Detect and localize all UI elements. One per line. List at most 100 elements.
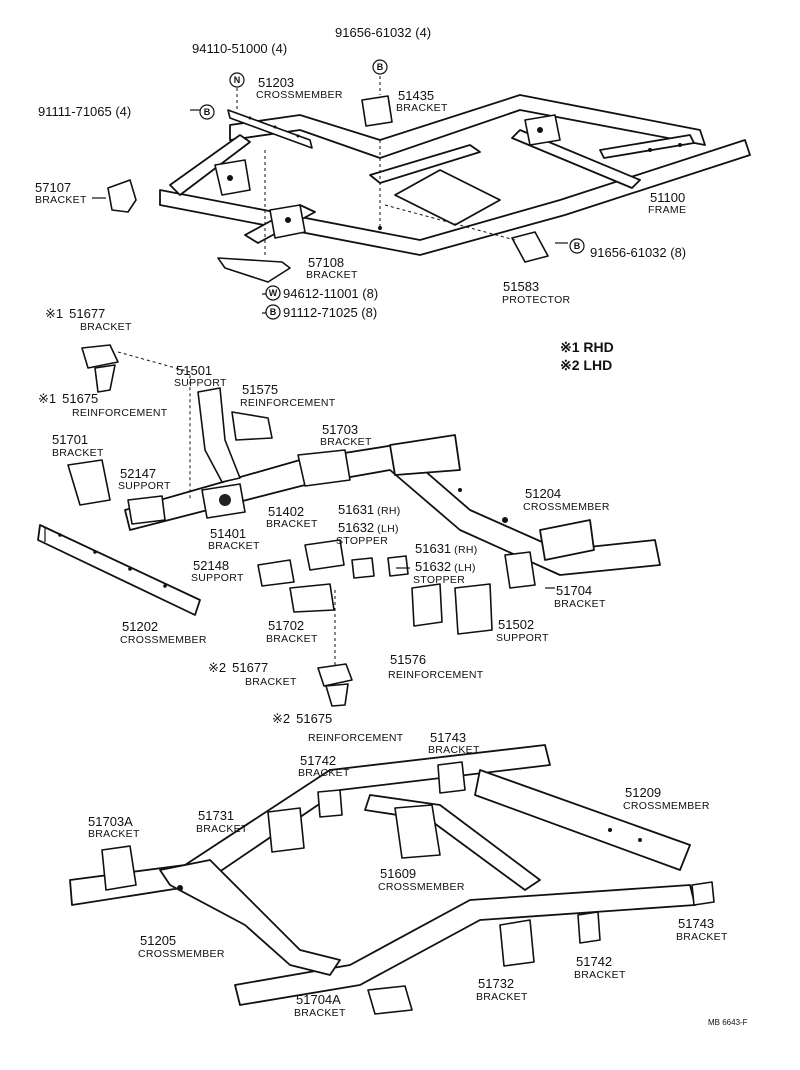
bracket-51731-shape (267, 807, 305, 853)
label-51402: 51402 BRACKET (266, 504, 318, 530)
label-51632-lh-lower: 51632(LH) STOPPER (413, 559, 476, 586)
svg-text:52147: 52147 (120, 466, 156, 481)
bracket-51743-top-shape (437, 761, 466, 794)
bracket-51742-top-shape (317, 789, 343, 818)
svg-text:BRACKET: BRACKET (245, 676, 297, 688)
reinforcement-51576-shape (411, 583, 443, 627)
fastener-mark-b-2: B (199, 104, 215, 120)
label-51701: 51701 BRACKET (52, 432, 104, 459)
svg-text:B: B (270, 307, 277, 317)
svg-text:FRAME: FRAME (648, 204, 686, 216)
label-51632-lh-upper: 51632(LH) STOPPER (336, 520, 398, 547)
svg-text:51742: 51742 (300, 753, 336, 768)
svg-text:51501: 51501 (176, 363, 212, 378)
svg-text:BRACKET: BRACKET (320, 436, 372, 448)
label-57108: 57108 BRACKET (306, 255, 358, 281)
svg-text:51743: 51743 (430, 730, 466, 745)
svg-text:BRACKET: BRACKET (676, 931, 728, 943)
label-94110: 94110-51000 (4) (192, 41, 287, 56)
fastener-mark-w: W (265, 285, 281, 301)
label-51631-rh-lower: 51631(RH) (415, 541, 477, 556)
svg-text:51632(LH): 51632(LH) (415, 559, 476, 574)
svg-text:※1 RHD: ※1 RHD (560, 339, 614, 355)
svg-text:REINFORCEMENT: REINFORCEMENT (240, 397, 336, 409)
crossmember-51203-shape (227, 109, 313, 149)
label-51501: 51501 SUPPORT (174, 363, 227, 389)
svg-text:51704: 51704 (556, 583, 592, 598)
svg-text:BRACKET: BRACKET (298, 767, 350, 779)
svg-text:51701: 51701 (52, 432, 88, 447)
svg-text:CROSSMEMBER: CROSSMEMBER (120, 634, 207, 646)
svg-text:BRACKET: BRACKET (88, 828, 140, 840)
svg-text:51703A: 51703A (88, 814, 133, 829)
bracket-51402-shape (304, 539, 345, 571)
svg-text:BRACKET: BRACKET (52, 447, 104, 459)
svg-text:91111-71065 (4): 91111-71065 (4) (38, 104, 131, 119)
svg-text:57107: 57107 (35, 180, 71, 195)
bracket-51703A-shape (101, 845, 137, 891)
support-51501-shape (197, 387, 241, 483)
label-51502: 51502 SUPPORT (496, 617, 549, 644)
label-91112: 91112-71025 (8) (283, 305, 377, 320)
label-51100: 51100 FRAME (648, 190, 686, 216)
protector-51583-shape (511, 231, 549, 263)
svg-text:51502: 51502 (498, 617, 534, 632)
svg-text:BRACKET: BRACKET (396, 102, 448, 114)
svg-text:BRACKET: BRACKET (554, 598, 606, 610)
svg-text:51731: 51731 (198, 808, 234, 823)
svg-text:91112-71025 (8): 91112-71025 (8) (283, 305, 377, 320)
svg-text:B: B (574, 241, 581, 251)
svg-text:51732: 51732 (478, 976, 514, 991)
svg-text:51205: 51205 (140, 933, 176, 948)
label-51703A: 51703A BRACKET (88, 814, 140, 840)
svg-text:51100: 51100 (650, 190, 685, 205)
label-51583: 51583 PROTECTOR (502, 279, 570, 306)
label-51731: 51731 BRACKET (196, 808, 248, 835)
label-51203: 51203 CROSSMEMBER (256, 75, 343, 101)
bracket-51435-shape (361, 95, 393, 127)
svg-text:57108: 57108 (308, 255, 344, 270)
label-52148: 52148 SUPPORT (191, 558, 244, 584)
support-52148-shape (257, 559, 295, 587)
svg-text:51576: 51576 (390, 652, 426, 667)
svg-text:REINFORCEMENT: REINFORCEMENT (308, 732, 404, 744)
label-51704: 51704 BRACKET (554, 583, 606, 610)
svg-text:94612-11001 (8): 94612-11001 (8) (283, 286, 378, 301)
figure-code: MB 6643-F (708, 1018, 748, 1027)
svg-text:SUPPORT: SUPPORT (496, 632, 549, 644)
svg-text:51742: 51742 (576, 954, 612, 969)
svg-text:※2 LHD: ※2 LHD (560, 357, 612, 373)
svg-text:BRACKET: BRACKET (208, 540, 260, 552)
bracket-51704-shape (504, 551, 536, 589)
svg-text:CROSSMEMBER: CROSSMEMBER (623, 800, 710, 812)
svg-text:51435: 51435 (398, 88, 434, 103)
bracket-51742-bottom-shape (577, 911, 601, 944)
svg-text:BRACKET: BRACKET (35, 194, 87, 206)
label-51742-bottom: 51742 BRACKET (574, 954, 626, 981)
bracket-51677-rhd-shape (81, 344, 119, 369)
crossmember-51609-shape (394, 804, 441, 859)
svg-text:94110-51000 (4): 94110-51000 (4) (192, 41, 287, 56)
svg-text:B: B (377, 62, 384, 72)
frame-assembly-drawing (159, 94, 751, 256)
bracket-51701-shape (67, 459, 111, 506)
crossmember-51204-drawing (124, 434, 661, 576)
svg-text:51703: 51703 (322, 422, 358, 437)
svg-text:51204: 51204 (525, 486, 561, 501)
svg-text:51702: 51702 (268, 618, 304, 633)
fastener-mark-b-4: B (265, 304, 281, 320)
label-51743-bottom: 51743 BRACKET (676, 916, 728, 943)
svg-text:CROSSMEMBER: CROSSMEMBER (256, 89, 343, 101)
fastener-mark-b-3: B (569, 238, 585, 254)
bracket-51677-lhd-shape (317, 663, 353, 687)
label-57107: 57107 BRACKET (35, 180, 87, 206)
svg-text:SUPPORT: SUPPORT (118, 480, 171, 492)
svg-text:51704A: 51704A (296, 992, 341, 1007)
svg-text:BRACKET: BRACKET (196, 823, 248, 835)
label-51743-top: 51743 BRACKET (428, 730, 480, 756)
